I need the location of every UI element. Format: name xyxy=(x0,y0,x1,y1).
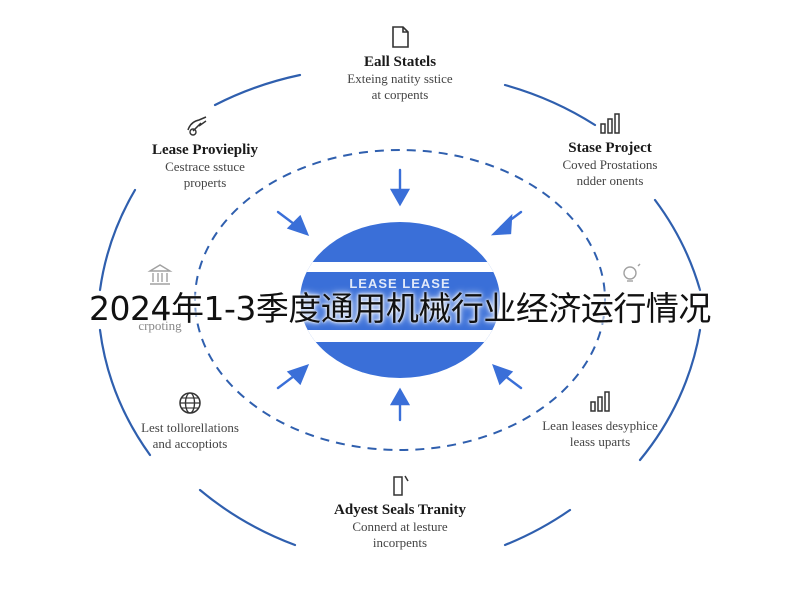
node-top-title: Eall Statels xyxy=(363,54,437,70)
node-bottom-right-sub-1: Lean leases desyphice xyxy=(542,418,658,433)
outer-ring-arc-right-lower xyxy=(638,328,702,462)
document-icon xyxy=(392,26,409,48)
node-top-left-sub-2: properts xyxy=(183,175,227,190)
node-bottom: Adyest Seals Tranity Connerd at lesture … xyxy=(285,472,515,551)
globe-icon xyxy=(179,392,201,414)
outer-ring-arc-top-right xyxy=(503,83,597,127)
node-top-left-sub-1: Cestrace sstuce xyxy=(165,159,245,174)
node-left-sub-1: crpoting xyxy=(138,318,182,333)
handshake-icon xyxy=(187,116,207,136)
outer-ring-arc-bottom-left xyxy=(198,488,297,547)
node-bottom-right: Lean leases desyphice leass uparts xyxy=(490,388,710,450)
center-hub xyxy=(300,222,500,378)
arrow-top xyxy=(389,168,411,207)
outer-ring-arc-bottom-right xyxy=(503,508,572,547)
bar-chart-icon xyxy=(590,391,610,412)
outer-ring xyxy=(98,73,702,547)
node-bottom-left: Lest tollorellations and accoptiots xyxy=(90,390,290,452)
lightbulb-icon xyxy=(623,263,641,282)
node-right xyxy=(605,262,655,292)
arrow-top-left xyxy=(276,210,310,236)
node-bottom-right-sub-2: leass uparts xyxy=(569,434,631,449)
arrow-bottom-left xyxy=(276,364,310,390)
outer-ring-arc-right xyxy=(653,198,702,292)
node-top-left-title: Lease Proviepliy xyxy=(152,142,258,158)
node-top-right-title: Stase Project xyxy=(568,140,652,156)
node-top-right-sub-2: ndder onents xyxy=(576,173,644,188)
node-bottom-sub-1: Connerd at lesture xyxy=(352,519,448,534)
node-top: Eall Statels Exteing natity sstice at co… xyxy=(290,24,510,103)
center-hub-label: LEASE LEASE xyxy=(349,276,451,291)
node-bottom-left-sub-1: Lest tollorellations xyxy=(141,420,239,435)
node-top-right-sub-1: Coved Prostations xyxy=(562,157,658,172)
arrow-bottom-right xyxy=(492,364,523,390)
node-top-left: Lease Proviepliy Cestrace sstuce propert… xyxy=(105,112,305,191)
node-top-right: Stase Project Coved Prostations ndder on… xyxy=(510,110,710,189)
pen-note-icon xyxy=(393,475,409,496)
outer-ring-arc-top-left xyxy=(213,73,302,107)
overlay-title: 2024年1-3季度通用机械行业经济运行情况 xyxy=(89,289,711,328)
node-bottom-left-sub-2: and accoptiots xyxy=(152,436,228,451)
inward-arrows xyxy=(276,168,523,422)
node-top-sub-2: at corpents xyxy=(371,87,429,102)
outer-ring-arc-left-lower xyxy=(98,328,152,457)
arrow-top-right xyxy=(490,210,523,236)
node-left: crpoting xyxy=(100,262,220,334)
building-icon xyxy=(147,264,173,285)
node-top-sub-1: Exteing natity sstice xyxy=(347,71,453,86)
bar-chart-icon xyxy=(600,113,620,134)
arrow-bottom xyxy=(389,387,411,422)
node-bottom-title: Adyest Seals Tranity xyxy=(334,502,466,518)
node-bottom-sub-2: incorpents xyxy=(372,535,428,550)
outer-ring-arc-left xyxy=(98,188,137,292)
inner-dashed-ring xyxy=(194,149,606,451)
